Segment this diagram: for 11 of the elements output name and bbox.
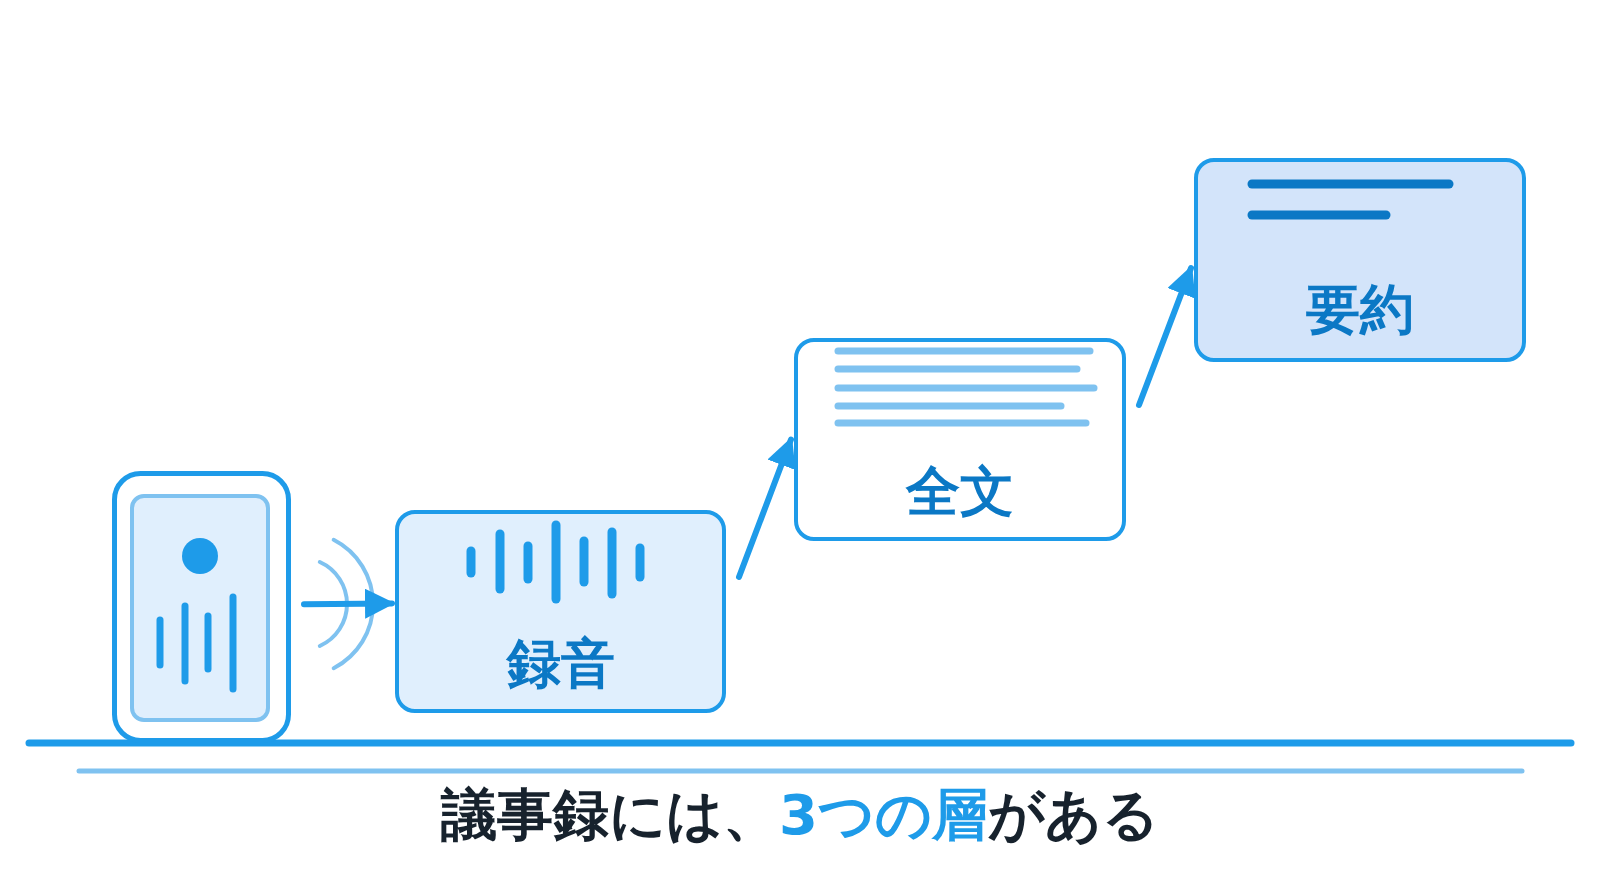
transcript-box [794, 338, 1126, 541]
arrow [301, 588, 395, 619]
arrow [1136, 265, 1196, 408]
phone-drawing [112, 471, 291, 743]
arrow [736, 436, 796, 580]
summary-box [1194, 158, 1526, 362]
box-label: 要約 [1306, 280, 1414, 340]
recording-box [395, 510, 726, 713]
box-label: 全文 [906, 462, 1014, 522]
title: 議事録には、3つの層がある [441, 782, 1159, 847]
box-label: 録音 [506, 634, 615, 694]
